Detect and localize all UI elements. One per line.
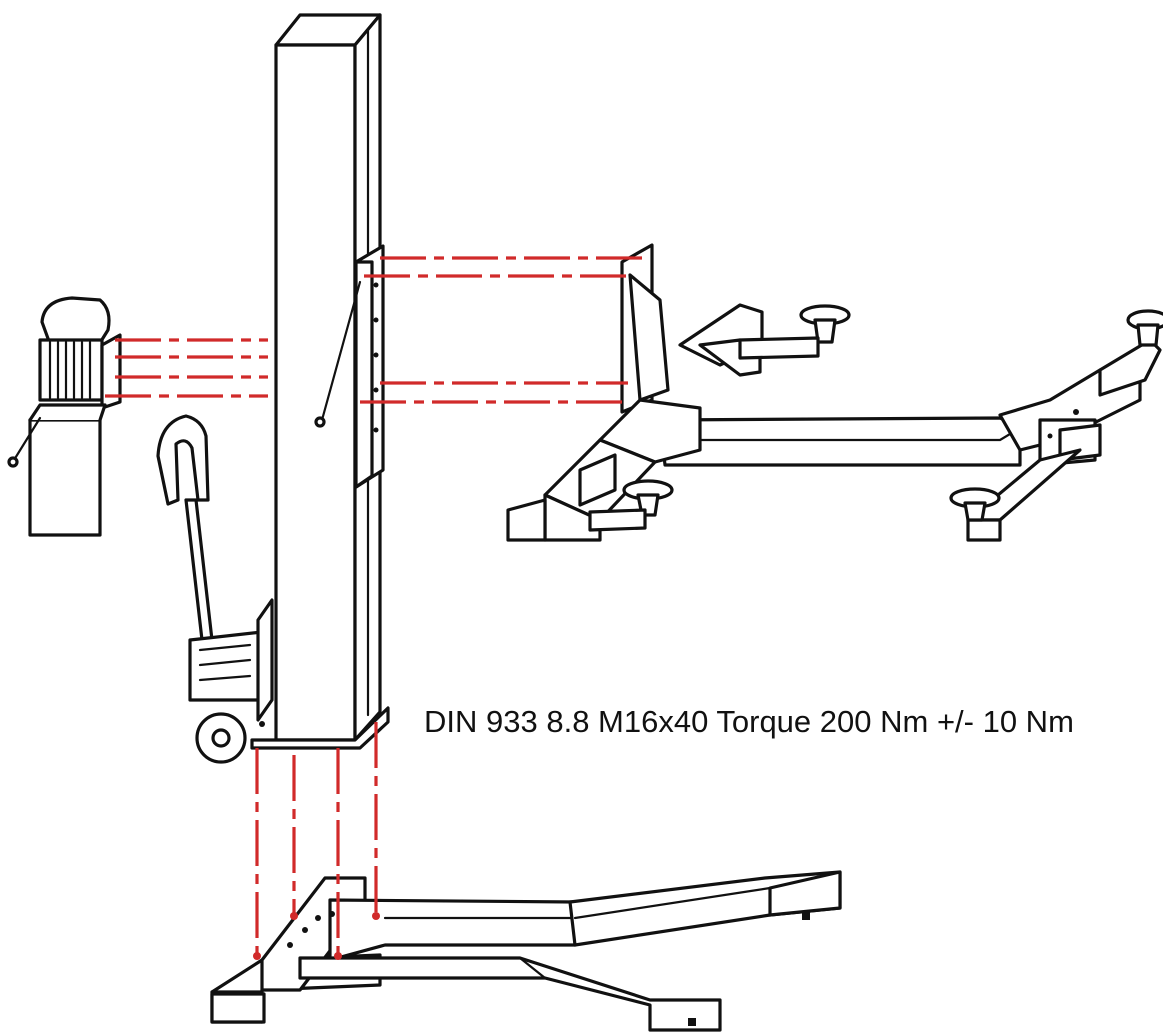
carriage-arm-assembly bbox=[506, 243, 1163, 542]
pallet-jack-handle bbox=[156, 414, 274, 764]
assembly-guides bbox=[105, 256, 650, 960]
torque-specification-label: DIN 933 8.8 M16x40 Torque 200 Nm +/- 10 … bbox=[424, 704, 1074, 739]
lifting-pad-front-left bbox=[588, 479, 674, 532]
hydraulic-power-unit bbox=[7, 296, 122, 537]
lifting-pad-front-right bbox=[949, 487, 1001, 522]
lifting-pad-rear-right bbox=[1126, 309, 1163, 347]
base-frame bbox=[210, 870, 842, 1032]
lifting-pad-rear-left bbox=[738, 304, 851, 360]
carriage bbox=[314, 244, 385, 489]
